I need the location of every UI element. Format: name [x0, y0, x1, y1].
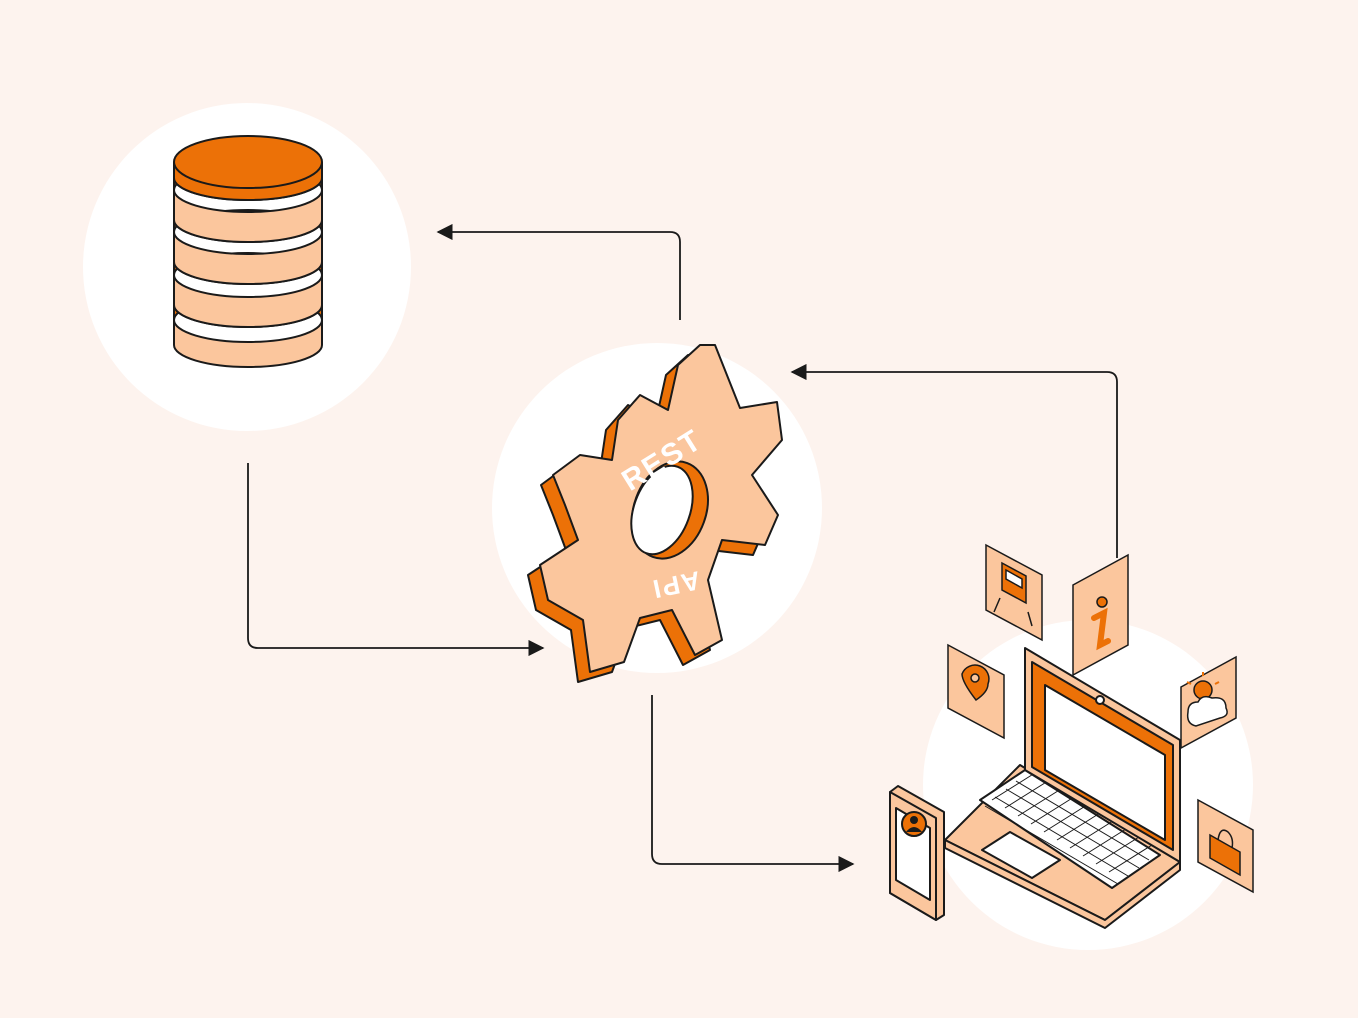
train-icon: [985, 543, 1043, 642]
shopping-bag-icon: [1197, 798, 1254, 894]
arrow-api-to-database: [436, 223, 681, 320]
arrow-database-to-api: [247, 463, 545, 657]
user-icon: [901, 811, 927, 837]
weather-icon: [1180, 655, 1237, 750]
phone-icon: [889, 785, 945, 921]
gear-icon: [527, 344, 783, 683]
location-pin-icon: [947, 643, 1005, 740]
arrow-clients-to-api: [790, 363, 1118, 558]
info-icon: [1072, 553, 1129, 677]
database-icon: [173, 135, 323, 368]
arrow-api-to-clients: [651, 695, 855, 873]
